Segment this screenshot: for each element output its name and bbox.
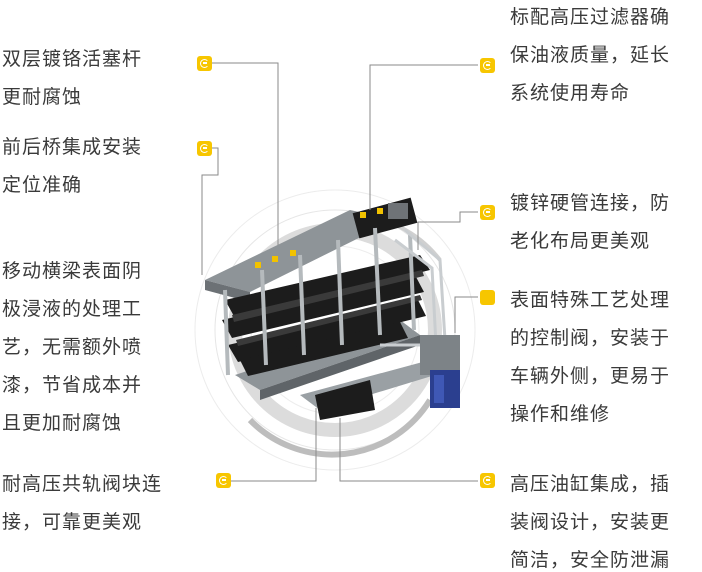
gear-badge-icon [197,141,212,156]
callout-beam-surface: 移动横梁表面阴 极浸液的处理工 艺，无需额外喷 漆，节省成本并 且更加耐腐蚀 [2,260,143,434]
gear-badge-icon [197,56,212,71]
leader-lines [201,62,478,482]
callout-axle-install: 前后桥集成安装 定位准确 [2,136,143,196]
gear-badge-icon [216,473,231,488]
callout-valve-block: 耐高压共轨阀块连 接，可靠更美观 [2,473,163,533]
hydraulic-module-illustration [205,197,460,420]
gear-badge-icon [480,205,495,220]
gear-badge-icon [480,58,495,73]
callout-control-valve: 表面特殊工艺处理 的控制阀，安装于 车辆外侧，更易于 操作和维修 [510,289,671,425]
callout-galvanized-pipe: 镀锌硬管连接，防 老化布局更美观 [510,192,671,252]
square-badge-icon [480,290,495,305]
gear-badge-icon [480,473,495,488]
callout-filter: 标配高压过滤器确 保油液质量，延长 系统使用寿命 [510,6,671,104]
callout-cylinder: 高压油缸集成，插 装阀设计，安装更 简洁，安全防泄漏 [510,473,671,571]
callout-piston-rod: 双层镀铬活塞杆 更耐腐蚀 [2,48,143,108]
